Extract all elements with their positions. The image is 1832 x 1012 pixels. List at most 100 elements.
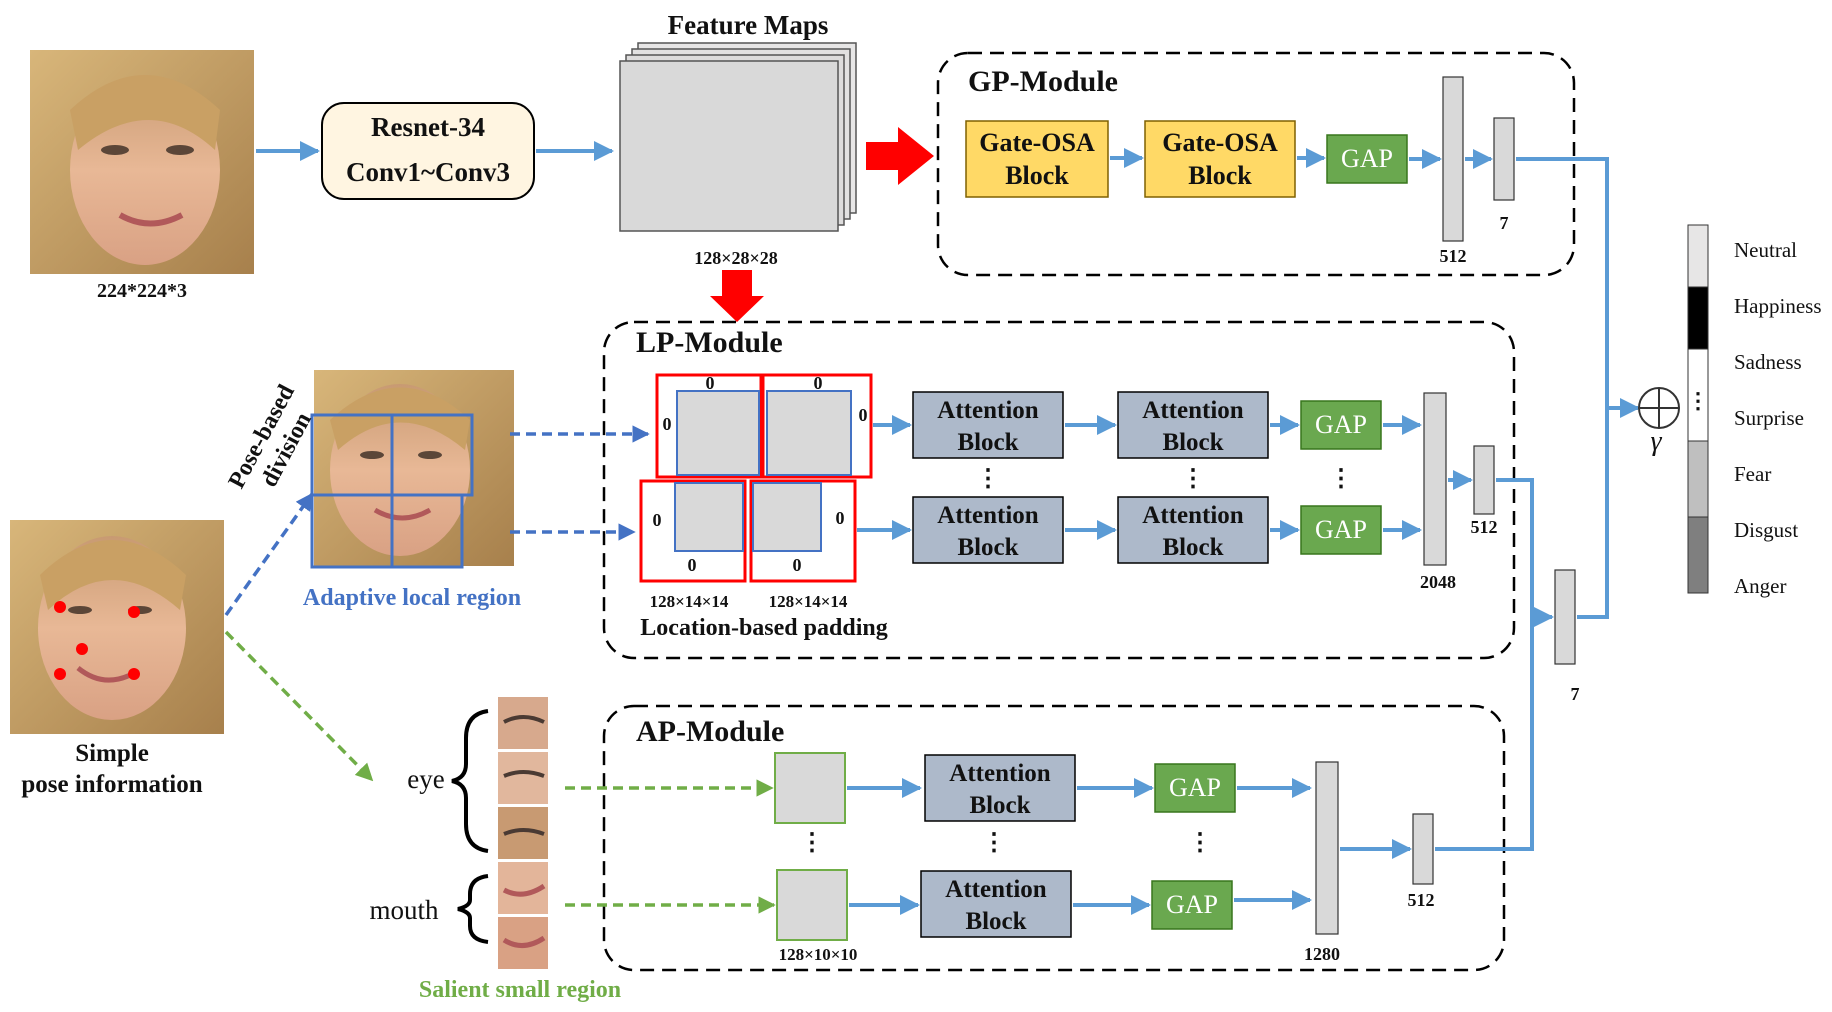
backbone-line2: Conv1~Conv3 xyxy=(346,157,510,187)
lp-module: LP-Module 0 0 0 0 0 0 0 0 128×14×14 128×… xyxy=(510,320,1516,660)
line-lp-to-fused xyxy=(1496,478,1554,627)
lp-dim-2048: 2048 xyxy=(1420,572,1456,592)
lp-pad-bottomright xyxy=(749,479,857,583)
lp-attention-2a xyxy=(912,496,1064,564)
pose-face-image xyxy=(10,520,224,734)
fusion-gamma: γ xyxy=(1650,426,1662,457)
ap-gap-2 xyxy=(1151,880,1233,930)
lp-att-2a-l2: Block xyxy=(957,534,1018,561)
resnet-backbone-box: Resnet-34 Conv1~Conv3 xyxy=(321,102,535,200)
ap-dims: 128×10×10 xyxy=(779,945,858,964)
class-anger: Anger xyxy=(1734,574,1786,598)
feature-maps-title: Feature Maps xyxy=(668,10,829,40)
ap-vdots-2: ⋮ xyxy=(982,830,1006,856)
ap-module-title: AP-Module xyxy=(636,715,784,748)
simple-pose-line2: pose information xyxy=(21,771,202,798)
simple-pose-line1: Simple xyxy=(75,740,149,767)
ap-att-1-l2: Block xyxy=(969,792,1030,819)
pose-keypoints xyxy=(54,601,140,680)
lp-att-1b-l1: Attention xyxy=(1142,397,1243,424)
pad-zero-bl-bottom: 0 xyxy=(688,555,697,575)
lp-dims-b: 128×14×14 xyxy=(769,592,848,611)
ap-gap-2-label: GAP xyxy=(1166,890,1218,919)
ap-attention-2 xyxy=(920,870,1072,938)
backbone-line1: Resnet-34 xyxy=(371,112,485,142)
ap-vdots-3: ⋮ xyxy=(1188,830,1212,856)
salient-eye-crops xyxy=(498,697,548,859)
lp-vector-512 xyxy=(1473,445,1495,515)
input-size-label: 224*224*3 xyxy=(97,280,187,302)
lp-gap-1 xyxy=(1300,400,1382,450)
ap-gap-1 xyxy=(1154,763,1236,813)
class-disgust: Disgust xyxy=(1734,518,1798,542)
lp-pad-topright xyxy=(761,373,873,479)
lp-patch-topright xyxy=(766,390,852,476)
lp-module-title: LP-Module xyxy=(636,326,783,359)
ap-patch-mouth xyxy=(776,869,848,941)
pad-zero-br-right: 0 xyxy=(836,508,845,528)
class-sadness: Sadness xyxy=(1734,350,1802,374)
output-probability-bar xyxy=(1687,224,1709,594)
lp-att-1b-l2: Block xyxy=(1162,429,1223,456)
lp-attention-1a xyxy=(912,391,1064,459)
fused-vector-7 xyxy=(1554,569,1576,665)
lp-attention-2b xyxy=(1117,496,1269,564)
feature-maps-dims: 128×28×28 xyxy=(694,248,778,268)
ap-dim-1280: 1280 xyxy=(1304,944,1340,964)
lp-att-2b-l1: Attention xyxy=(1142,502,1243,529)
ap-vdots-1: ⋮ xyxy=(800,830,824,856)
pad-zero-tl-top: 0 xyxy=(706,373,715,393)
feature-maps-stack xyxy=(619,42,857,232)
lp-vdots-1: ⋮ xyxy=(976,466,1000,492)
pad-zero-tr-top: 0 xyxy=(814,373,823,393)
lp-vdots-2: ⋮ xyxy=(1181,466,1205,492)
lp-vector-2048 xyxy=(1423,392,1447,566)
lp-dim-512: 512 xyxy=(1471,517,1498,537)
gp-osa-block-1-line2: Block xyxy=(1005,161,1069,190)
lp-att-1a-l2: Block xyxy=(957,429,1018,456)
lp-gap-2 xyxy=(1300,505,1382,555)
gp-osa-block-2-line1: Gate-OSA xyxy=(1162,128,1278,157)
gp-osa-block-1-line1: Gate-OSA xyxy=(979,128,1095,157)
input-face-image xyxy=(30,50,254,274)
gp-vector-512 xyxy=(1442,76,1464,242)
line-fused-to-fusion xyxy=(1577,408,1609,619)
output-class-labels: Neutral Happiness Sadness Surprise Fear … xyxy=(1734,238,1822,598)
gp-dim-7: 7 xyxy=(1500,213,1509,233)
ap-vector-512 xyxy=(1412,813,1434,885)
class-neutral: Neutral xyxy=(1734,238,1797,262)
lp-attention-1b xyxy=(1117,391,1269,459)
lp-gap-1-label: GAP xyxy=(1315,410,1367,439)
line-ap-to-fused xyxy=(1435,617,1534,851)
ap-vector-1280 xyxy=(1315,761,1339,935)
pad-zero-br-bottom: 0 xyxy=(793,555,802,575)
pad-zero-tl-left: 0 xyxy=(663,414,672,434)
lp-dims-a: 128×14×14 xyxy=(650,592,729,611)
gp-module-title: GP-Module xyxy=(968,65,1118,98)
adaptive-local-region-label: Adaptive local region xyxy=(303,585,521,611)
ap-att-2-l1: Attention xyxy=(945,876,1046,903)
fusion-sum-operator xyxy=(1638,387,1680,429)
ap-gap-1-label: GAP xyxy=(1169,773,1221,802)
lp-gap-2-label: GAP xyxy=(1315,515,1367,544)
lp-padding-label: Location-based padding xyxy=(640,615,887,641)
adaptive-region-grid xyxy=(310,413,474,569)
line-gp-to-fusion xyxy=(1516,157,1640,418)
lp-patch-bottomleft xyxy=(674,482,744,552)
class-surprise: Surprise xyxy=(1734,406,1804,430)
lp-patch-bottomright xyxy=(752,482,822,552)
dashed-arrow-to-salient xyxy=(224,630,374,782)
gp-gap-label: GAP xyxy=(1341,144,1393,173)
ap-attention-1 xyxy=(924,754,1076,822)
pose-division-label: Pose-based division xyxy=(224,380,317,493)
dashed-arrow-to-adaptive xyxy=(224,492,314,617)
lp-pad-topleft xyxy=(655,373,763,479)
gp-osa-block-2-line2: Block xyxy=(1188,161,1252,190)
lp-att-2a-l1: Attention xyxy=(937,502,1038,529)
eye-brace xyxy=(451,709,489,853)
class-fear: Fear xyxy=(1734,462,1771,486)
ap-patch-eye xyxy=(774,752,846,824)
red-arrow-to-lp xyxy=(710,270,764,322)
ap-dim-512: 512 xyxy=(1408,890,1435,910)
gp-osa-block-2 xyxy=(1144,120,1296,198)
